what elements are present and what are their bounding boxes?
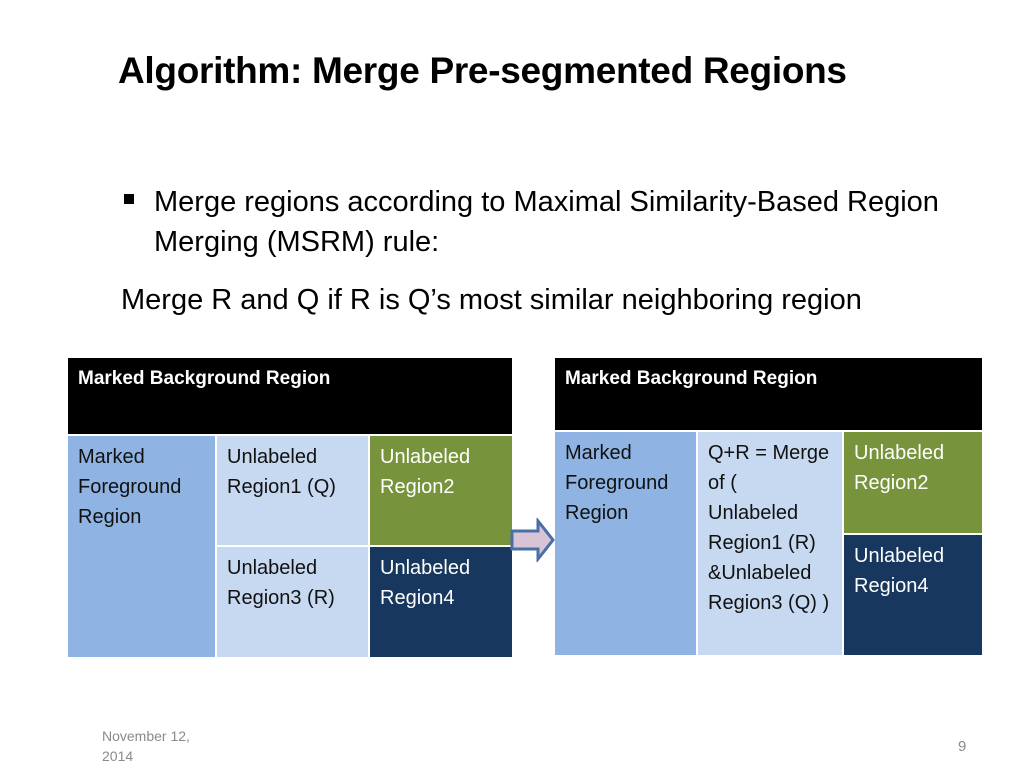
right-foreground-cell: Marked Foreground Region [555, 432, 696, 655]
right-region4-cell: Unlabeled Region4 [844, 535, 982, 655]
left-region-table: Marked Background Region Marked Foregrou… [68, 358, 512, 657]
square-bullet-icon [124, 194, 134, 204]
left-region1-cell: Unlabeled Region1 (Q) [217, 436, 368, 545]
right-merged-region-cell: Q+R = Merge of ( Unlabeled Region1 (R) &… [698, 432, 842, 655]
left-foreground-cell: Marked Foreground Region [68, 436, 215, 657]
bullet-text: Merge regions according to Maximal Simil… [154, 186, 939, 258]
left-region3-cell: Unlabeled Region3 (R) [217, 547, 368, 657]
left-region4-cell: Unlabeled Region4 [370, 547, 512, 657]
page-number: 9 [958, 738, 967, 755]
rule-line: Merge R and Q if R is Q’s most similar n… [121, 284, 862, 316]
left-background-header: Marked Background Region [68, 358, 512, 434]
right-arrow-icon [510, 518, 555, 562]
right-background-header: Marked Background Region [555, 358, 982, 430]
right-region2-cell: Unlabeled Region2 [844, 432, 982, 533]
left-region2-cell: Unlabeled Region2 [370, 436, 512, 545]
slide-title: Algorithm: Merge Pre-segmented Regions [118, 50, 847, 91]
right-region-table: Marked Background Region Marked Foregrou… [555, 358, 982, 655]
footer-date: November 12, 2014 [102, 728, 190, 764]
